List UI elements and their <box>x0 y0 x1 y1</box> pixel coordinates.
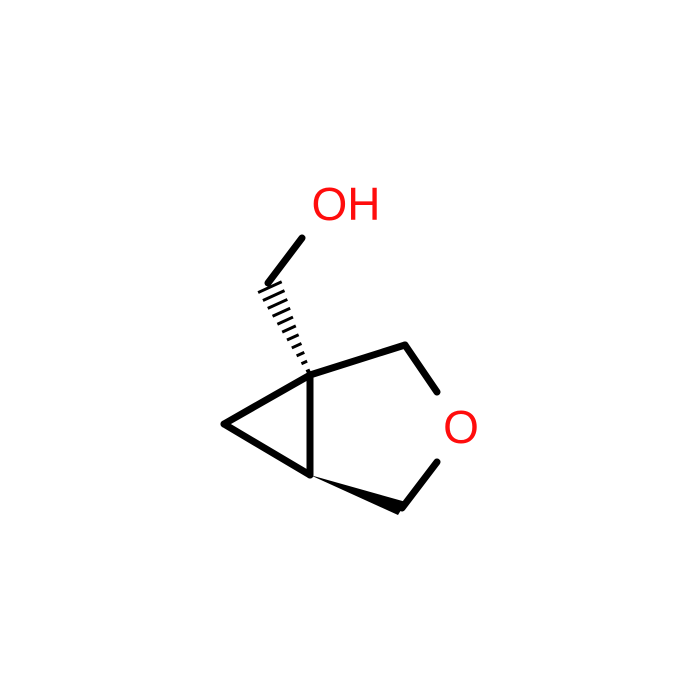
hash-line <box>300 359 308 366</box>
hash-line <box>305 368 311 374</box>
bond-c1-c6 <box>220 371 314 428</box>
bond-c4-oring <box>401 341 441 396</box>
bond-c1-c4 <box>306 341 409 379</box>
ring-oxygen-label: O <box>443 401 479 453</box>
solid-wedge-bond <box>310 475 406 515</box>
hash-line <box>271 306 291 318</box>
hydroxyl-label: OH <box>312 178 381 230</box>
hash-line <box>286 333 300 342</box>
hash-line <box>267 298 288 310</box>
hash-line <box>295 350 305 358</box>
hash-line <box>281 324 297 334</box>
hash-line <box>291 342 303 350</box>
bond-oring-c2 <box>398 458 441 512</box>
hash-line <box>262 289 286 302</box>
hashed-wedge-bond <box>257 280 311 374</box>
hash-line <box>276 315 294 326</box>
hash-line <box>257 280 283 294</box>
bond-c6-c5 <box>220 420 314 479</box>
bond-oh-ch2 <box>264 234 306 287</box>
